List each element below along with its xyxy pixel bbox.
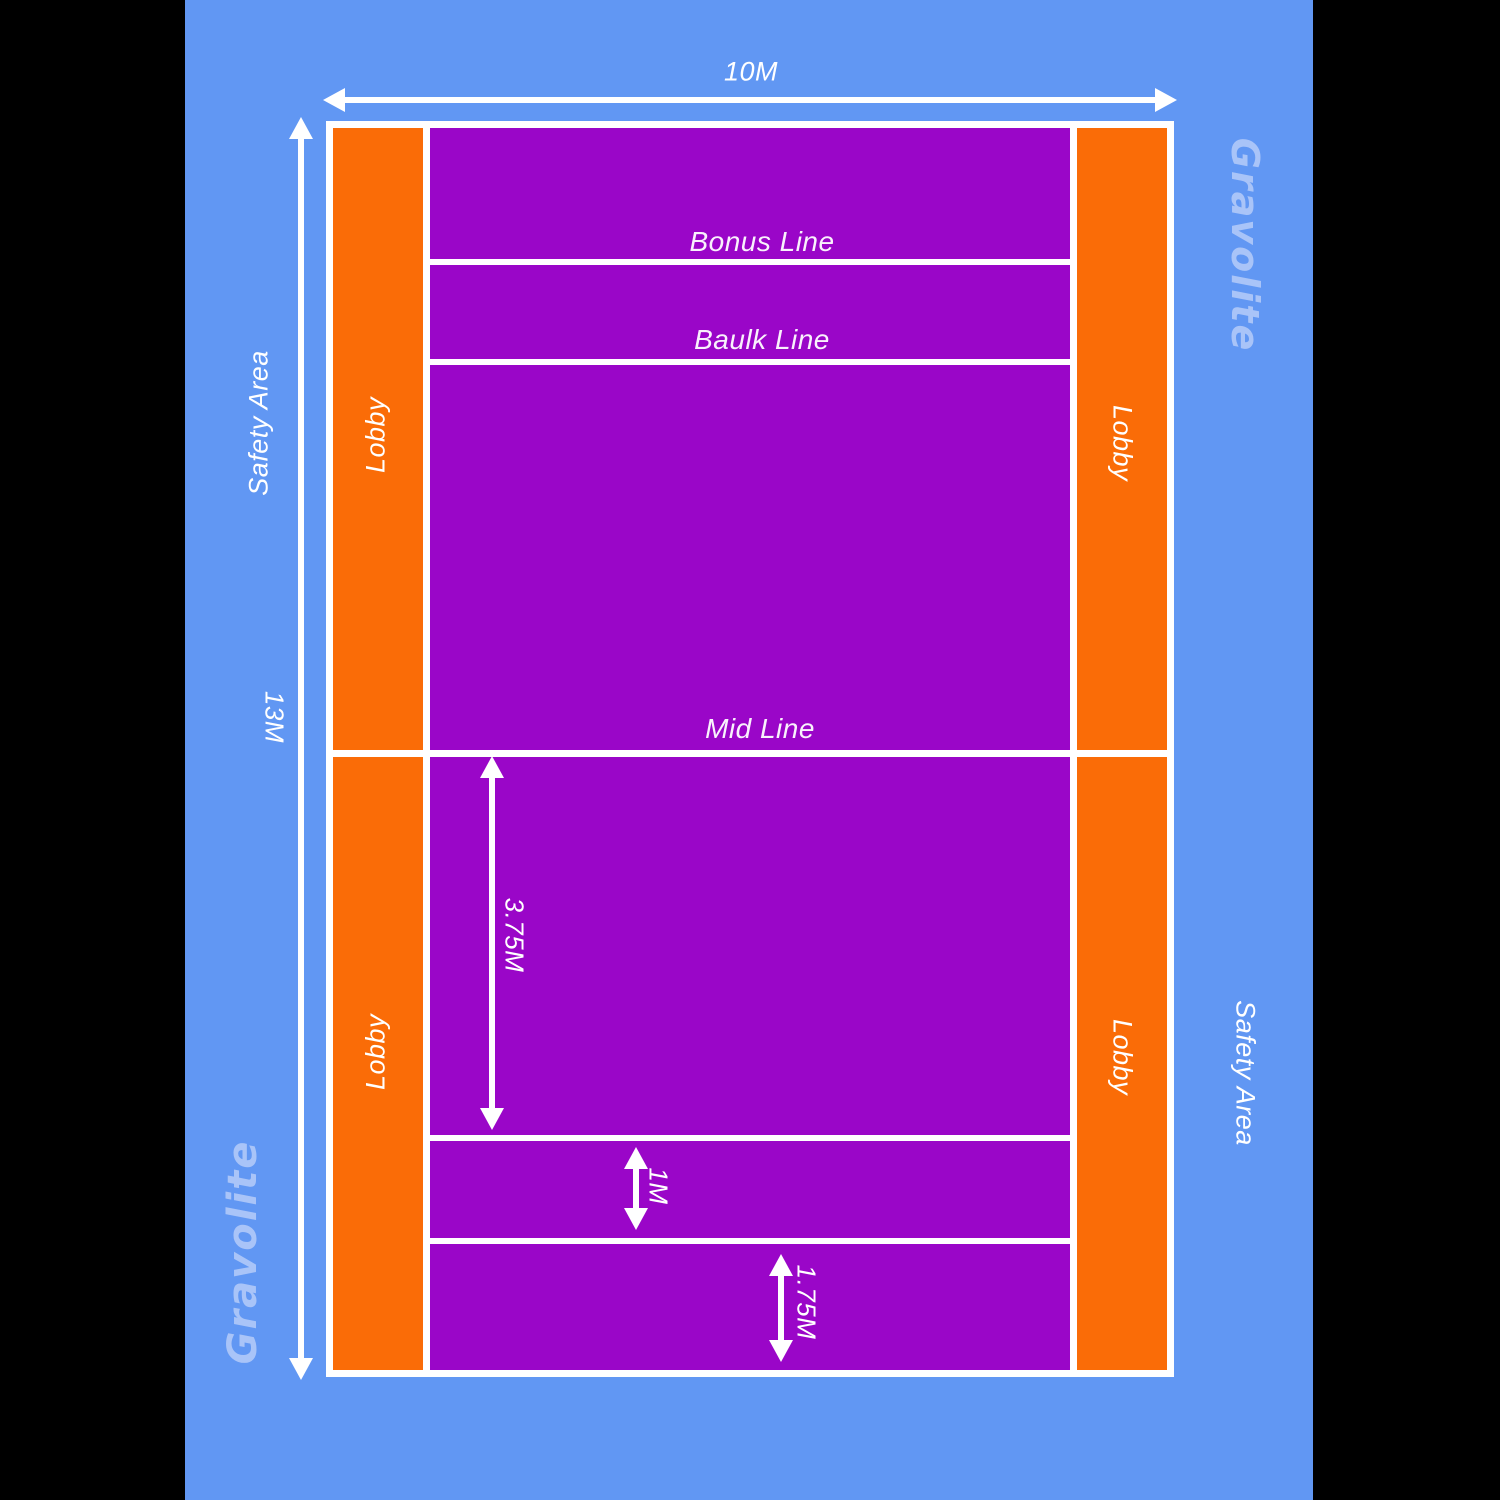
lobby-strip-right [1077, 128, 1167, 1370]
arrow-head-up [624, 1147, 648, 1169]
arrow-head-up [480, 756, 504, 778]
safety-area-label-right: Safety Area [1230, 1000, 1261, 1146]
arrow-shaft [341, 97, 1159, 103]
arrow-head-down [289, 1358, 313, 1380]
bonus-line-bottom [430, 1238, 1070, 1244]
arrow-head-down [480, 1108, 504, 1130]
lobby-label-top-right: Lobby [1107, 404, 1138, 482]
baulk-distance-label: 3.75M [499, 897, 530, 973]
safety-area-label-left: Safety Area [243, 350, 274, 496]
height-dimension-label: 13M [259, 690, 290, 744]
lobby-label-bottom-left: Lobby [360, 1013, 391, 1091]
baulk-line-top [430, 359, 1070, 365]
bonus-gap-label: 1M [643, 1167, 674, 1205]
brand-logo-bottom-left: Gravolite [220, 1139, 266, 1365]
arrow-shaft [298, 135, 304, 1362]
lobby-boundary-line-left [423, 128, 430, 1370]
endzone-distance-label: 1.75M [791, 1264, 822, 1340]
arrow-head-left [323, 88, 345, 112]
bonus-gap-arrow [623, 1147, 649, 1230]
bonus-line-top [430, 259, 1070, 265]
mid-line-label: Mid Line [705, 713, 815, 744]
arrow-shaft [778, 1270, 784, 1346]
arrow-head-up [769, 1254, 793, 1276]
lobby-label-top-left: Lobby [360, 396, 391, 474]
arrow-head-right [1155, 88, 1177, 112]
baulk-line-label: Baulk Line [694, 324, 830, 355]
mid-line [333, 750, 1167, 757]
brand-logo-top-right: Gravolite [1223, 137, 1267, 353]
arrow-shaft [633, 1161, 639, 1216]
width-dimension-label: 10M [723, 56, 779, 87]
arrow-shaft [489, 774, 495, 1112]
bonus-line-label: Bonus Line [689, 226, 835, 257]
arrow-head-up [289, 117, 313, 139]
arrow-head-down [624, 1208, 648, 1230]
endzone-arrow [768, 1254, 794, 1362]
lobby-label-bottom-right: Lobby [1107, 1018, 1138, 1096]
width-dimension-arrow [323, 87, 1177, 113]
lobby-boundary-line-right [1070, 128, 1077, 1370]
lobby-strip-left [333, 128, 423, 1370]
baulk-distance-arrow [479, 756, 505, 1130]
arrow-head-down [769, 1340, 793, 1362]
height-dimension-arrow [288, 117, 314, 1380]
baulk-line-bottom [430, 1135, 1070, 1141]
kabaddi-court [326, 121, 1174, 1377]
